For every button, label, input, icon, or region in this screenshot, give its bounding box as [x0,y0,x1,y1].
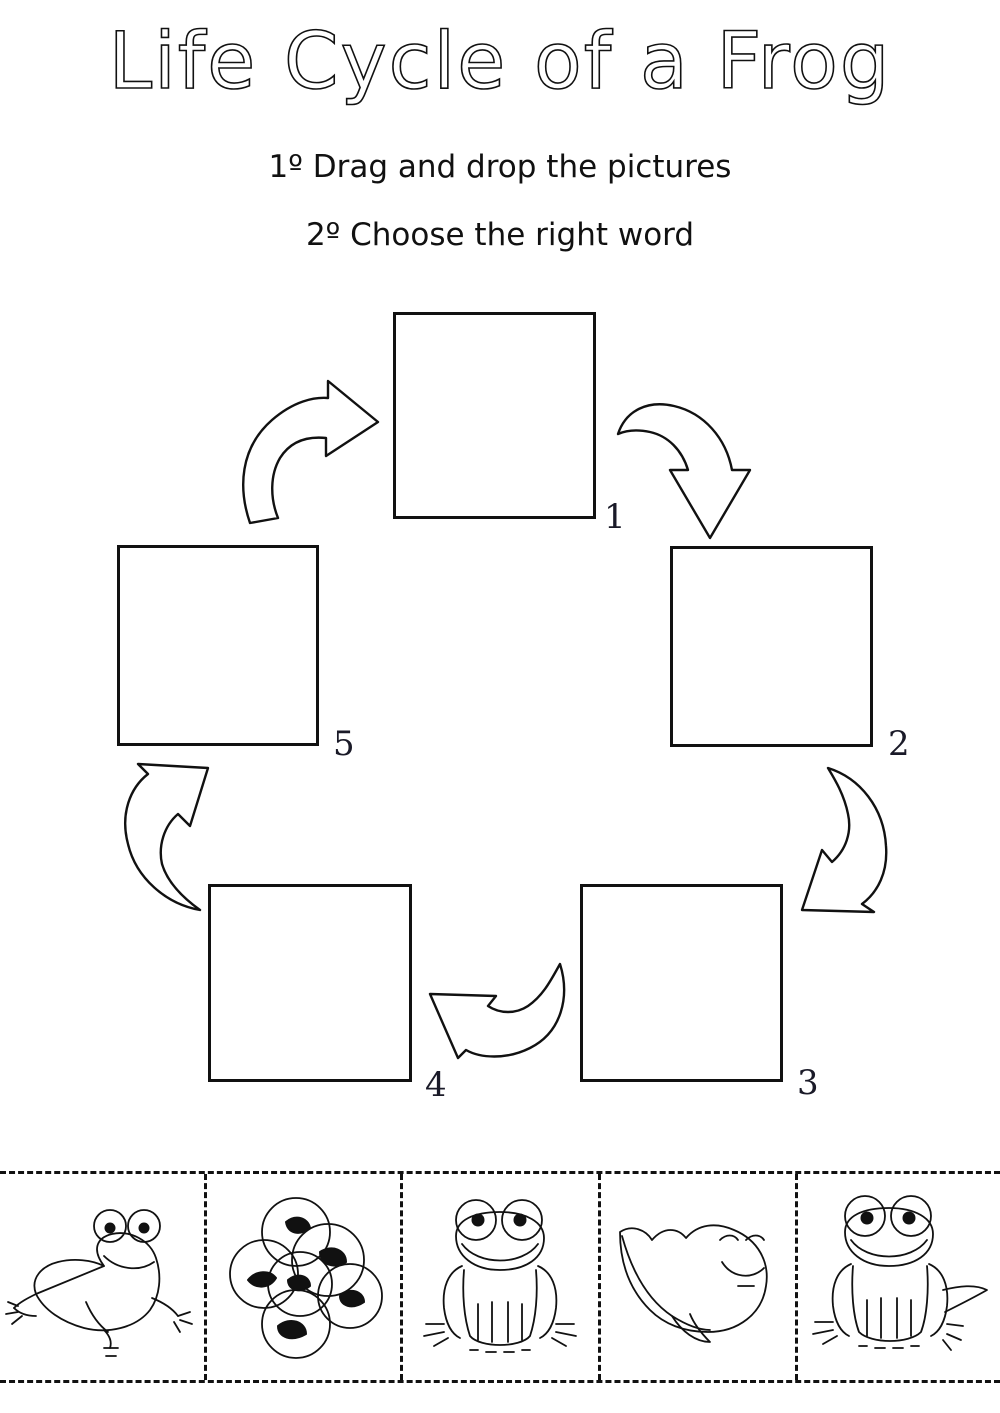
box-number-1: 1 [604,497,626,537]
instruction-line-2: 2º Choose the right word [305,217,695,253]
picture-card-tadpole[interactable] [598,1174,795,1380]
page-title: Life Cycle of a Frog [108,16,892,108]
drop-box-3[interactable] [580,884,783,1082]
box-number-3: 3 [797,1063,819,1103]
drop-box-1[interactable] [393,312,596,519]
box-number-5: 5 [333,724,355,764]
picture-card-froglet[interactable] [400,1174,598,1380]
strip-divider-2 [400,1174,403,1380]
frog-eggs-icon [204,1174,400,1380]
arrow-5-to-1-icon [232,378,382,526]
picture-card-frog-eggs[interactable] [204,1174,400,1380]
arrow-4-to-5-icon [108,762,212,914]
tadpole-icon [598,1174,795,1380]
leaping-frog-icon [0,1174,204,1380]
box-number-2: 2 [888,724,910,764]
froglet-icon [400,1174,598,1380]
drop-box-2[interactable] [670,546,873,747]
drop-box-4[interactable] [208,884,412,1082]
instruction-line-1: 1º Drag and drop the pictures [268,149,732,185]
arrow-1-to-2-icon [614,398,758,546]
strip-divider-4 [795,1174,798,1380]
strip-divider-3 [598,1174,601,1380]
drop-box-5[interactable] [117,545,319,746]
box-number-4: 4 [425,1065,447,1105]
arrow-3-to-4-icon [418,958,570,1062]
picture-card-frog-with-tail[interactable] [795,1174,1000,1380]
arrow-2-to-3-icon [798,762,902,914]
picture-card-leaping-frog[interactable] [0,1174,204,1380]
strip-divider-1 [204,1174,207,1380]
picture-bank-strip [0,1171,1000,1383]
frog-with-tail-icon [795,1174,1000,1380]
